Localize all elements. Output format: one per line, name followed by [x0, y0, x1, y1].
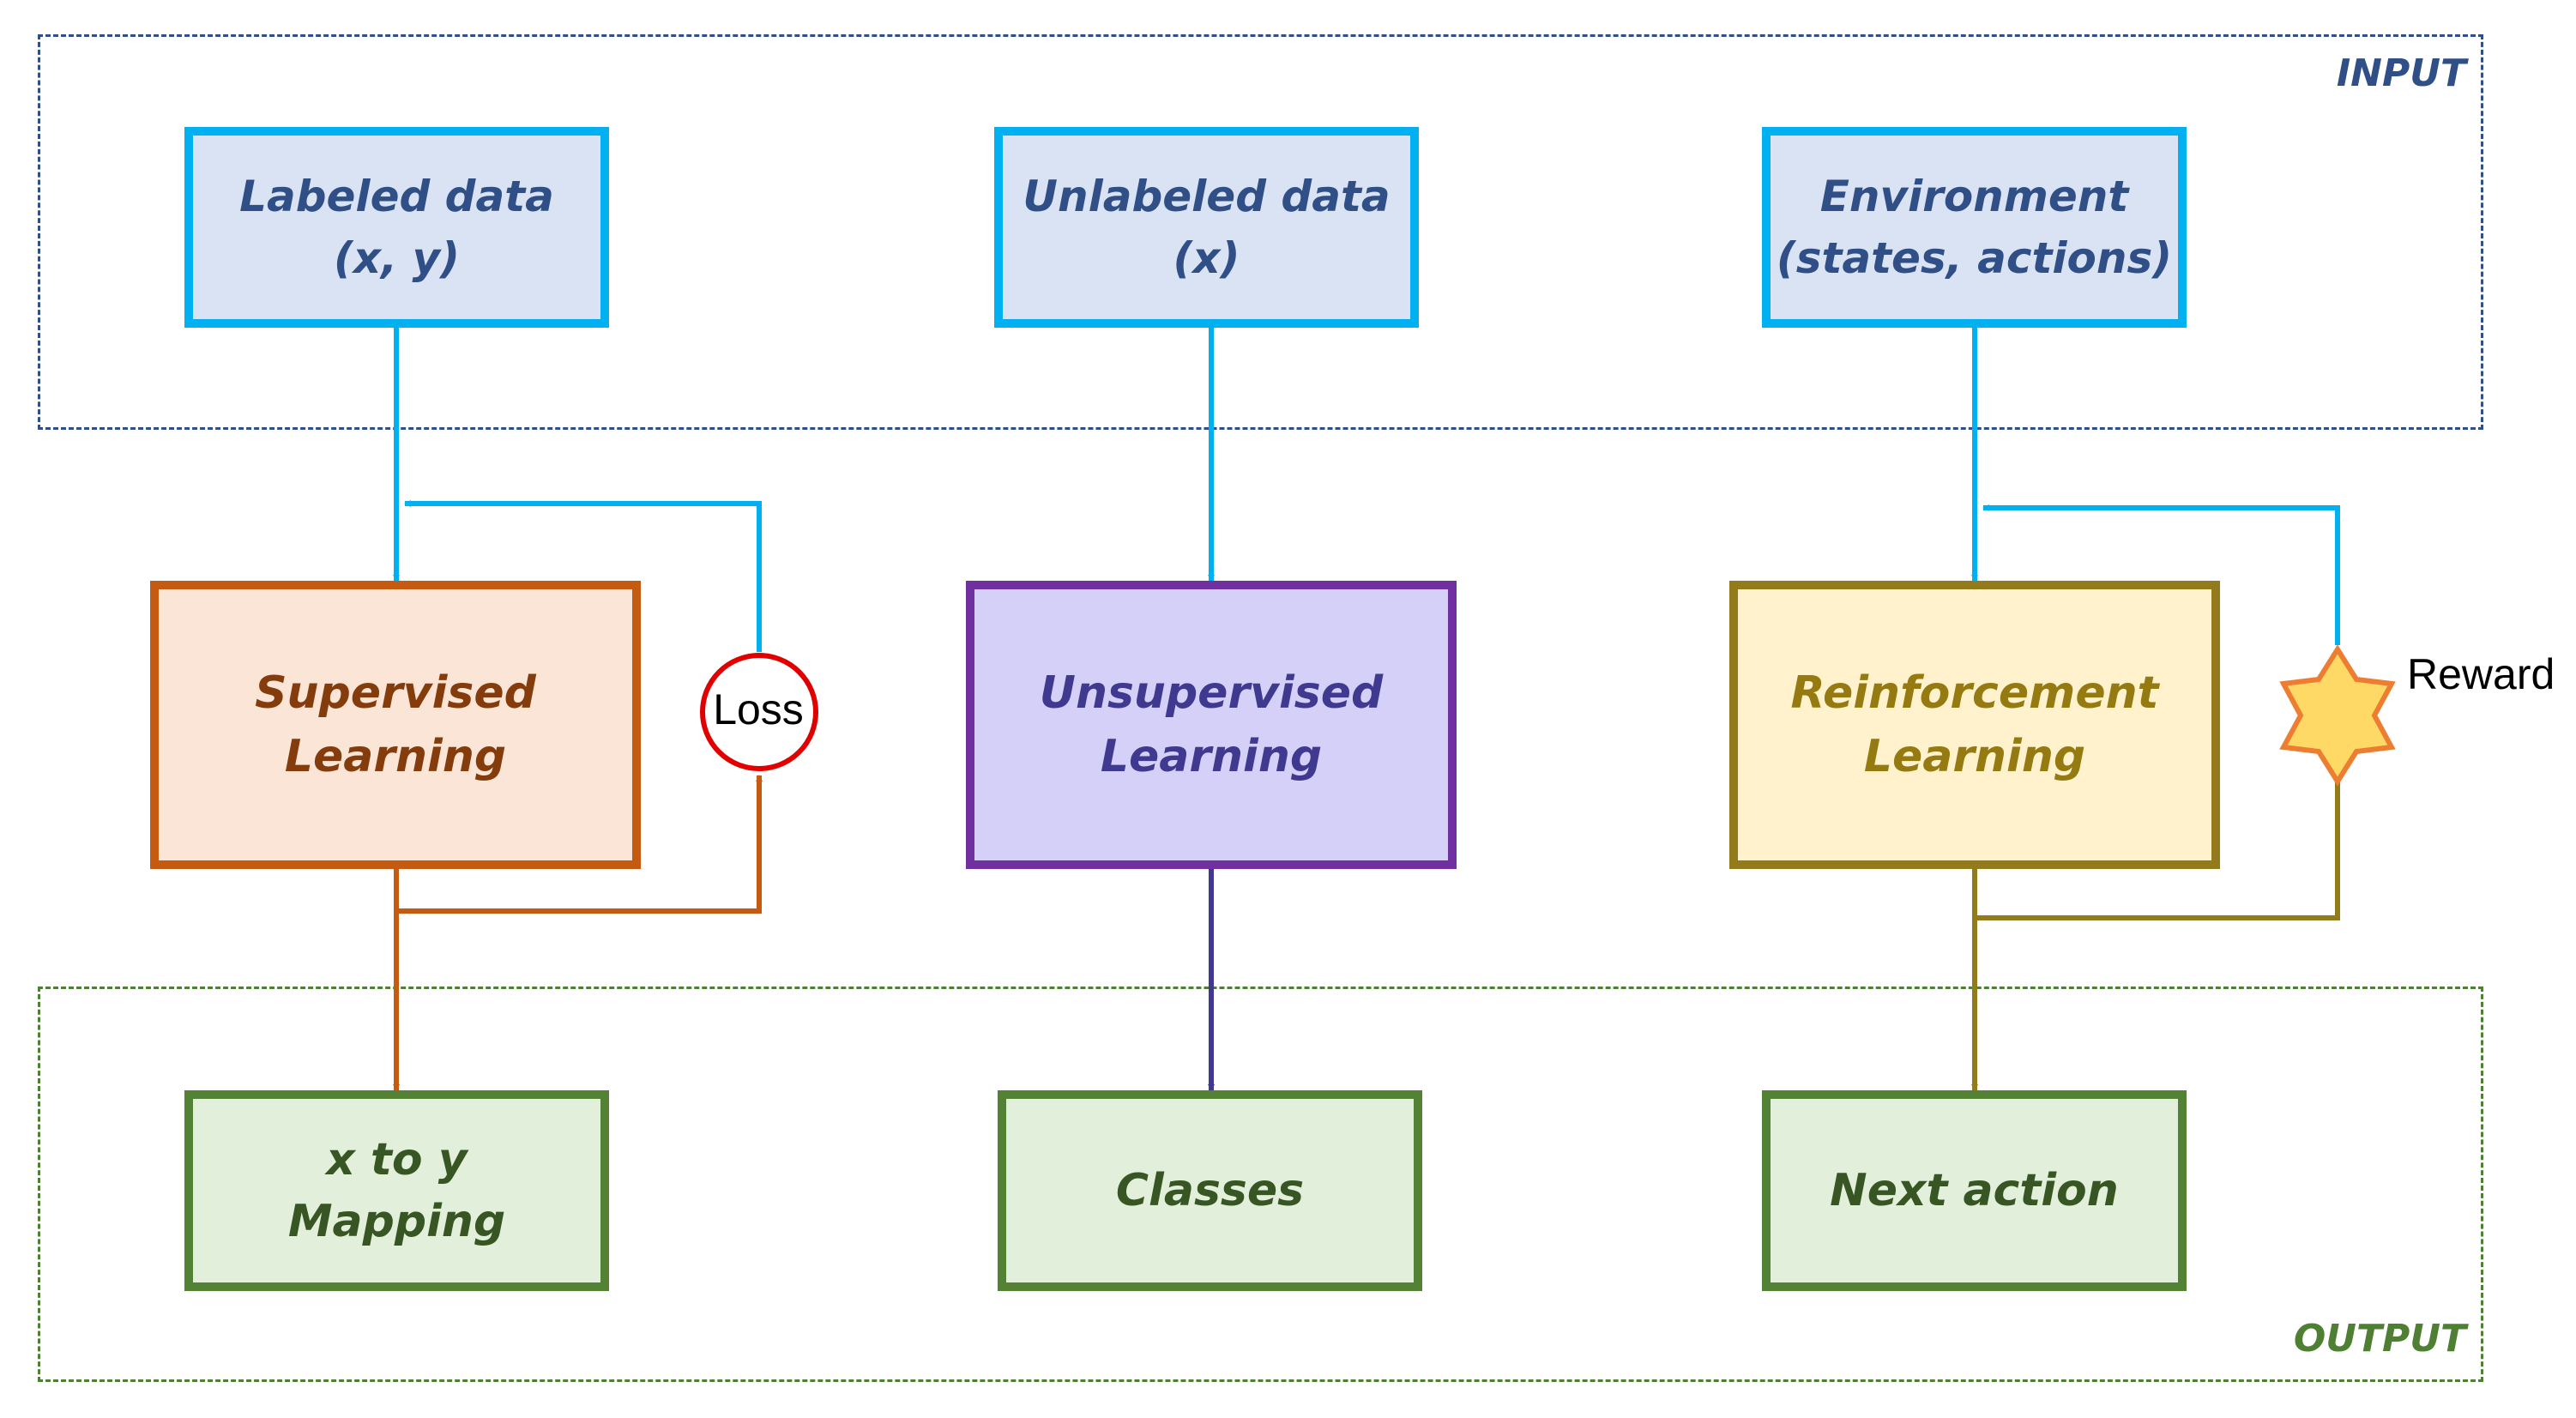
input-region: [38, 34, 2483, 430]
reinforcement-to-reward-line: [1972, 773, 2341, 920]
reinforcement-learning-box: Reinforcement Learning: [1729, 581, 2220, 869]
unsupervised-learning-label: Unsupervised Learning: [1039, 667, 1384, 782]
mapping-output-box: x to y Mapping: [184, 1090, 609, 1291]
loss-label: Loss: [713, 685, 804, 733]
reward-star-icon: [2279, 644, 2396, 787]
classes-output-label: Classes: [1115, 1165, 1305, 1216]
supervised-learning-label: Supervised Learning: [255, 667, 536, 782]
loss-feedback-line: [404, 500, 762, 652]
reward-feedback-line: [1982, 504, 2340, 645]
reinforcement-learning-label: Reinforcement Learning: [1790, 667, 2159, 782]
labeled-data-label: Labeled data (x, y): [239, 172, 554, 283]
input-region-label: INPUT: [2336, 51, 2466, 95]
loss-circle: [700, 653, 818, 771]
next-action-output-box: Next action: [1762, 1090, 2187, 1291]
classes-output-box: Classes: [998, 1090, 1422, 1291]
environment-box: Environment (states, actions): [1762, 127, 2187, 328]
environment-label: Environment (states, actions): [1776, 172, 2173, 283]
next-action-output-label: Next action: [1830, 1165, 2119, 1216]
output-region-label: OUTPUT: [2293, 1317, 2466, 1361]
unlabeled-data-box: Unlabeled data (x): [994, 127, 1419, 328]
unsupervised-learning-box: Unsupervised Learning: [966, 581, 1457, 869]
labeled-data-box: Labeled data (x, y): [184, 127, 609, 328]
output-region: [38, 987, 2483, 1382]
mapping-output-label: x to y Mapping: [287, 1134, 506, 1247]
supervised-to-loss-line: [394, 775, 763, 914]
supervised-learning-box: Supervised Learning: [150, 581, 641, 869]
unlabeled-data-label: Unlabeled data (x): [1023, 172, 1391, 283]
reward-label: Reward: [2407, 650, 2555, 698]
